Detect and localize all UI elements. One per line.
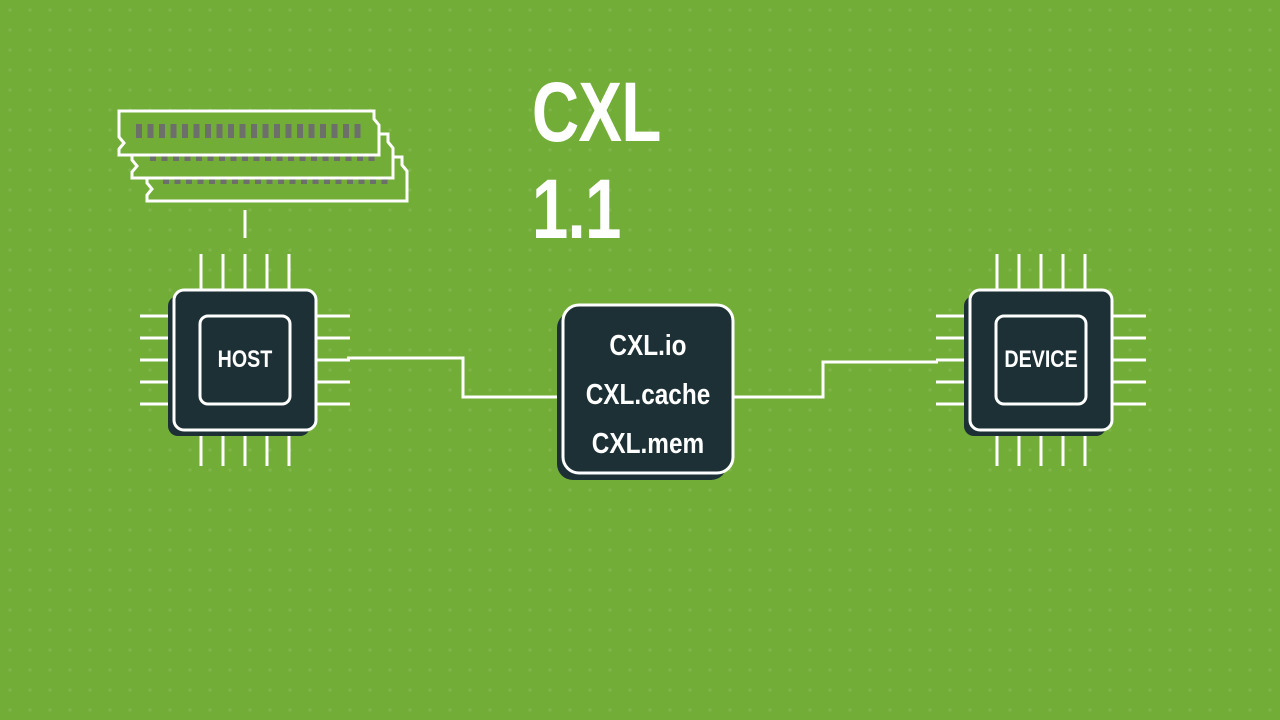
host-link-line (347, 356, 557, 399)
page-title: CXL 1.1 (531, 65, 660, 256)
memory-contact (159, 124, 165, 138)
protocol-box (557, 303, 735, 480)
memory-contact (251, 124, 257, 138)
protocol-cxl-io: CXL.io (609, 329, 687, 362)
host-label: HOST (217, 346, 273, 373)
memory-contact (170, 124, 177, 138)
memory-contact (182, 124, 188, 138)
protocol-cxl-mem: CXL.mem (591, 427, 705, 460)
memory-contact (285, 124, 292, 138)
memory-contact (320, 124, 326, 138)
device-chip-icon (936, 254, 1146, 466)
memory-contact (262, 124, 269, 138)
memory-contact (308, 124, 315, 138)
memory-contact (239, 124, 246, 138)
memory-contact (147, 124, 154, 138)
memory-contact (297, 124, 303, 138)
memory-contact (205, 124, 211, 138)
memory-modules-icon (117, 109, 409, 238)
memory-contact (193, 124, 200, 138)
memory-contact (216, 124, 223, 138)
memory-contact (136, 124, 142, 138)
memory-contact (331, 124, 338, 138)
device-label: DEVICE (1004, 346, 1078, 373)
memory-contact (354, 124, 361, 138)
device-link-line (732, 360, 938, 399)
memory-contact (228, 124, 234, 138)
memory-stick-front (117, 109, 381, 157)
memory-contact (274, 124, 280, 138)
host-chip-icon (140, 254, 350, 466)
protocol-cxl-cache: CXL.cache (585, 378, 711, 411)
memory-contact (343, 124, 349, 138)
